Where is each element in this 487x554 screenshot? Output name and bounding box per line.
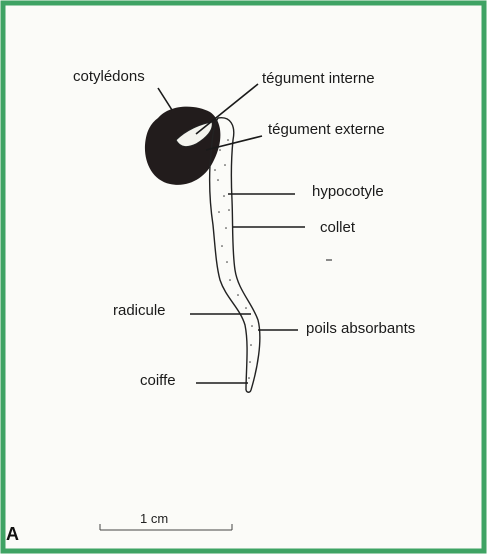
label-radicule: radicule: [113, 302, 166, 320]
label-collet: collet: [320, 219, 355, 237]
label-cotyledons: cotylédons: [73, 68, 145, 86]
label-poils-absorbants: poils absorbants: [306, 320, 415, 338]
seedling-outline-right: [218, 118, 260, 390]
label-tegument-externe: tégument externe: [268, 121, 385, 139]
leader-tegument-interne: [196, 84, 258, 134]
scale-bar-label: 1 cm: [140, 511, 168, 526]
label-coiffe: coiffe: [140, 372, 176, 390]
panel-letter: A: [6, 524, 19, 545]
root-tip: [246, 390, 251, 392]
leader-cotyledons: [158, 88, 172, 110]
label-tegument-interne: tégument interne: [262, 70, 375, 88]
label-hypocotyle: hypocotyle: [312, 183, 384, 201]
seedling-outline-left: [210, 118, 247, 390]
